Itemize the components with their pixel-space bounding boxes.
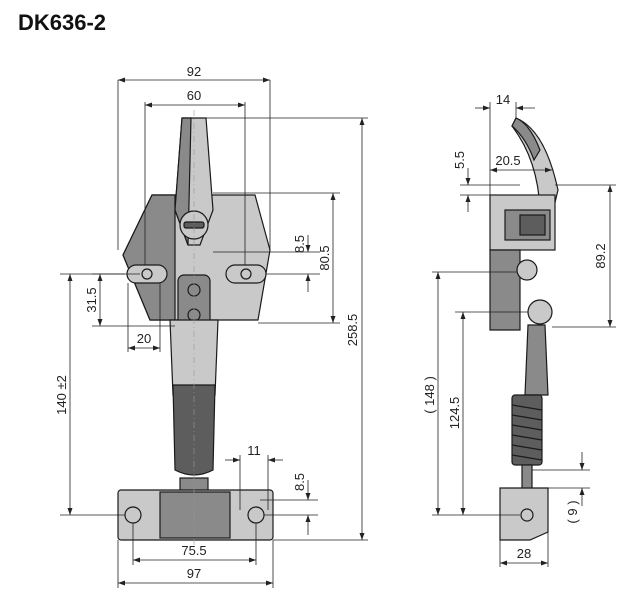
dim-20-5: 20.5 xyxy=(495,153,520,168)
side-handle-body xyxy=(524,324,549,396)
side-pivot-upper xyxy=(516,259,538,281)
side-view: 14 20.5 5.5 89.2 ( 148 ) 124.5 ( 9 ) xyxy=(422,92,616,567)
dim-8-5-bottom: 8.5 xyxy=(292,473,307,491)
side-bracket xyxy=(489,249,521,331)
dim-14: 14 xyxy=(496,92,510,107)
dim-258-5: 258.5 xyxy=(345,314,360,347)
dim-5-5: 5.5 xyxy=(452,151,467,169)
dim-20: 20 xyxy=(137,331,151,346)
dim-140: 140 ±2 xyxy=(54,375,69,415)
dim-9: ( 9 ) xyxy=(565,500,580,523)
drawing-title: DK636-2 xyxy=(18,10,107,35)
dim-92: 92 xyxy=(187,64,201,79)
dim-31-5: 31.5 xyxy=(84,287,99,312)
right-slot-hole xyxy=(240,268,252,280)
dim-11: 11 xyxy=(247,443,261,458)
side-catch xyxy=(499,487,549,541)
side-catch-hole xyxy=(520,508,534,522)
bottom-plate-center xyxy=(159,491,231,539)
dim-8-5-top: 8.5 xyxy=(292,235,307,253)
dim-97: 97 xyxy=(187,566,201,581)
dim-28: 28 xyxy=(517,546,531,561)
side-spring xyxy=(511,394,543,466)
dim-80-5: 80.5 xyxy=(317,245,332,270)
left-slot-hole xyxy=(141,268,153,280)
dim-60: 60 xyxy=(187,88,201,103)
top-mount-plate-shade xyxy=(122,194,176,321)
side-lever-shade xyxy=(511,117,541,162)
dim-89-2: 89.2 xyxy=(593,243,608,268)
dim-124-5: 124.5 xyxy=(447,397,462,430)
dim-148: ( 148 ) xyxy=(422,376,437,414)
right-mount-slot xyxy=(225,264,267,284)
handle-grip xyxy=(172,384,216,476)
dim-75-5: 75.5 xyxy=(181,543,206,558)
side-pivot-lower xyxy=(527,299,553,325)
front-view: 92 60 8.5 80.5 258.5 31.5 20 xyxy=(54,64,368,588)
side-spring-lock xyxy=(519,214,546,236)
